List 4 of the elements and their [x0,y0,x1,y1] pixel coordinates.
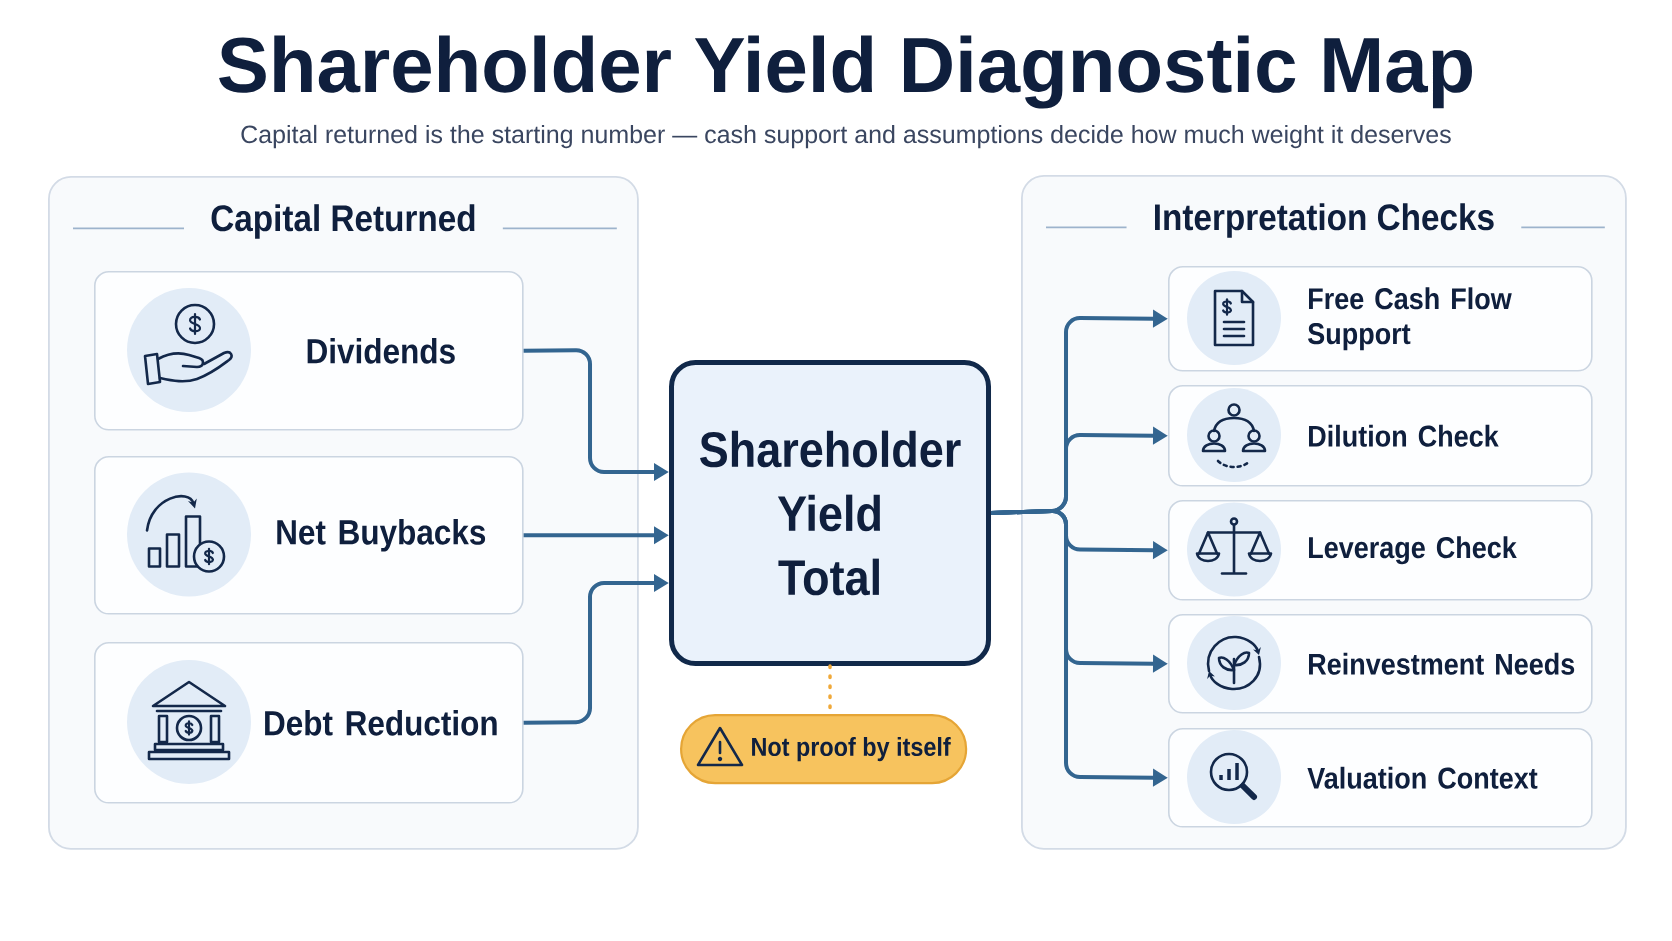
total-box: Shareholder Yield Total [669,360,991,666]
note-pill: Not proof by itself [680,714,968,785]
title: Shareholder Yield Diagnostic Map [219,35,1472,109]
subtitle: Capital returned is the starting number — cash support and assumptions decide how much weight it deserves [241,124,1451,149]
